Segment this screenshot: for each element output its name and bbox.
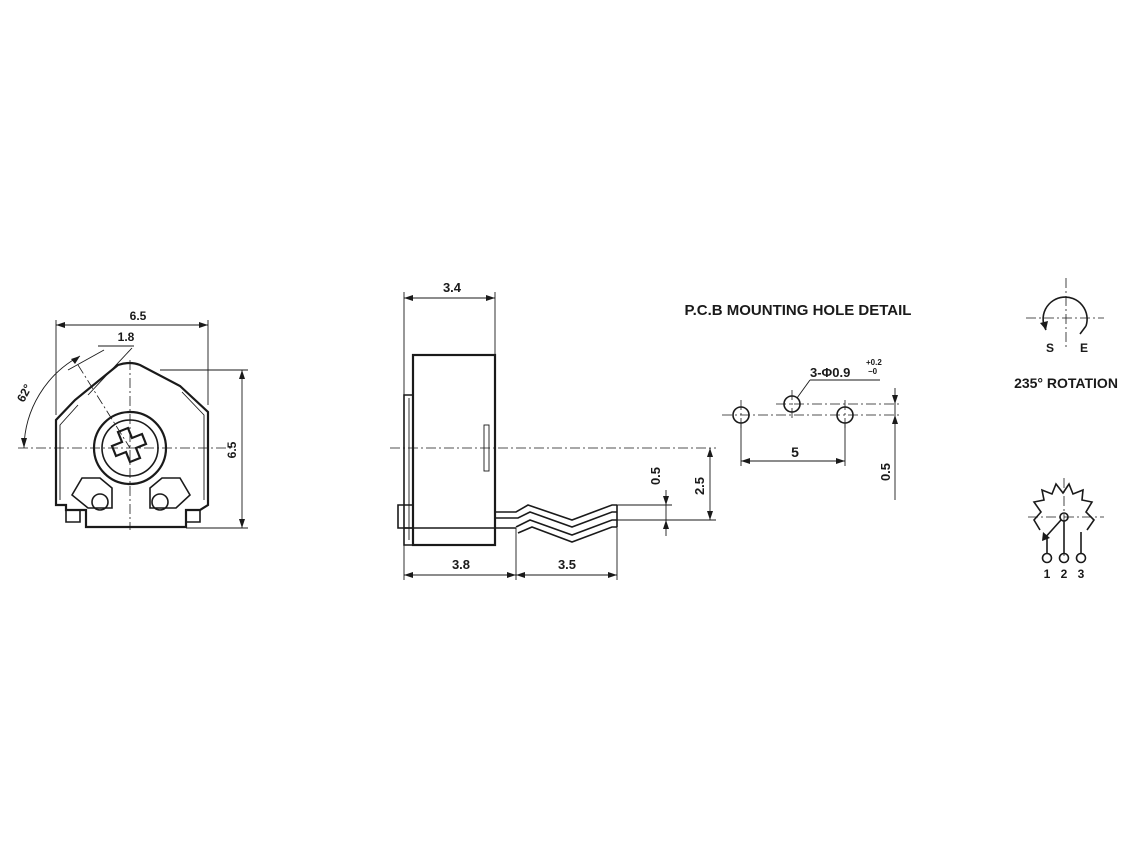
arrow-head (239, 519, 245, 528)
arrow-head (608, 572, 617, 578)
wiper-arrow (1042, 532, 1050, 541)
hole-leader (796, 379, 811, 399)
side-body-back (403, 394, 413, 546)
arrow-head (199, 322, 208, 328)
front-inner-edge (59, 404, 79, 500)
pin-3-terminal (1075, 552, 1087, 564)
hole-dia-label: 3-Φ0.9 (810, 365, 850, 380)
rotation-caption: 235° ROTATION (1014, 375, 1118, 391)
left-terminal (70, 477, 113, 509)
front-body-outline (54, 361, 210, 529)
lower-lead-lower-edge (517, 526, 617, 543)
slot-dim-ext-a (67, 349, 105, 371)
arrow-head (71, 356, 80, 364)
arrow-head (239, 370, 245, 379)
rotation-arc (1042, 296, 1088, 331)
hole-tol-minus: −0 (868, 367, 878, 376)
hole-tol-plus: +0.2 (866, 358, 882, 367)
front-slot-axis (77, 364, 131, 449)
pin-2-label: 2 (1061, 567, 1068, 581)
arrow-head (21, 438, 27, 448)
front-view: 6.5 1.8 62° 6.5 (14, 309, 248, 530)
rotation-end-label: E (1080, 341, 1088, 355)
pin-1-terminal (1041, 552, 1053, 564)
angle-label: 62° (14, 382, 35, 405)
arrow-head (836, 458, 845, 464)
arrow-head (56, 322, 65, 328)
cross-slot (110, 426, 148, 464)
rotation-end-stop (1079, 325, 1087, 335)
lead-gap-label: 0.5 (648, 467, 663, 485)
right-foot-tab (185, 510, 201, 523)
arrow-head (507, 572, 516, 578)
pcb-hole-detail: P.C.B MOUNTING HOLE DETAIL 3-Φ0.9 +0.2 −… (685, 302, 912, 500)
lead-length-label: 3.5 (558, 557, 576, 572)
arrow-head (404, 295, 413, 301)
arrow-head (663, 496, 669, 505)
arrow-head (707, 511, 713, 520)
resistor-zigzag (1032, 482, 1096, 531)
front-width-label: 6.5 (130, 309, 147, 323)
right-terminal-hole (151, 493, 169, 511)
front-height-label: 6.5 (225, 441, 239, 458)
rotation-start-label: S (1046, 341, 1054, 355)
left-terminal-hole (91, 493, 109, 511)
potentiometer-schematic: 1 2 3 (1028, 478, 1104, 581)
pcb-detail-title: P.C.B MOUNTING HOLE DETAIL (685, 302, 912, 319)
arrow-head (892, 395, 898, 404)
side-depth-label: 3.4 (443, 280, 462, 295)
arrow-head (741, 458, 750, 464)
right-terminal (149, 477, 192, 509)
side-view: 3.4 3.8 3.5 0.5 2.5 (390, 280, 716, 580)
pin-1-label: 1 (1044, 567, 1051, 581)
offset-label: 0.5 (878, 463, 893, 481)
front-inner-edge-right (181, 391, 205, 500)
left-foot-tab (65, 510, 81, 523)
arrow-head (892, 415, 898, 424)
rotation-symbol: S E 235° ROTATION (1014, 278, 1118, 391)
arrow-head (1040, 321, 1048, 330)
lead-height-label: 2.5 (692, 477, 707, 495)
upper-lead (495, 504, 617, 521)
side-body-rect (411, 353, 497, 547)
upper-lead-lower-edge (495, 511, 617, 528)
body-width-label: 3.8 (452, 557, 470, 572)
arrow-head (516, 572, 525, 578)
arrow-head (663, 520, 669, 529)
arrow-head (707, 448, 713, 457)
slot-width-label: 1.8 (118, 330, 135, 344)
pin-2-terminal (1058, 552, 1070, 564)
side-front-lip (397, 504, 413, 529)
pin-3-label: 3 (1078, 567, 1085, 581)
arrow-head (404, 572, 413, 578)
lower-lead (515, 519, 617, 536)
pitch-label: 5 (791, 444, 799, 460)
slot-dim-ext-b (87, 347, 133, 396)
arrow-head (486, 295, 495, 301)
angle-arc (23, 355, 81, 449)
